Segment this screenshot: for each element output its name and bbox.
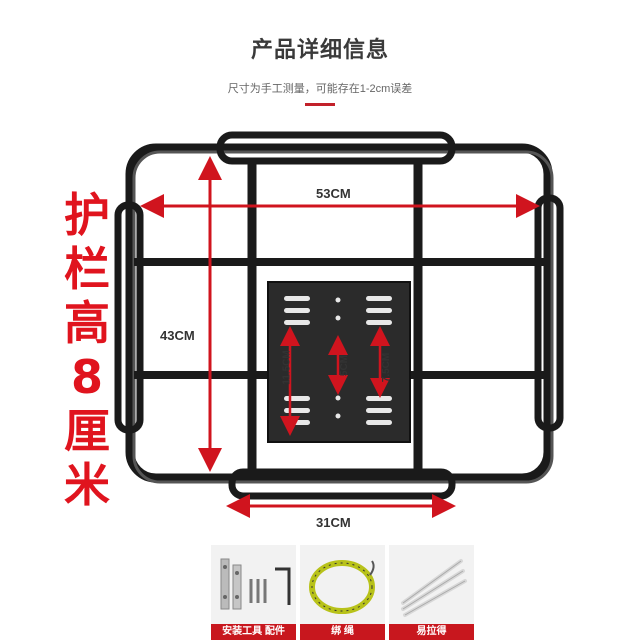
width-dimension-label: 53CM <box>316 186 351 201</box>
slot-span-label: 7.5CM <box>381 352 393 383</box>
accessory-rope: 绑 绳 <box>300 545 385 640</box>
slot-gap-label: 5CM <box>339 354 351 377</box>
dimension-arrows <box>140 156 540 518</box>
plate-span-label: 11.5CM <box>281 350 293 385</box>
accessory-label: 绑 绳 <box>300 624 385 640</box>
guardrail-height-label: 护栏高8厘米 <box>64 188 110 512</box>
tools-icon <box>220 558 291 610</box>
accessory-label: 易拉得 <box>389 624 474 640</box>
title-divider <box>305 103 335 106</box>
cable-tie-icon <box>401 559 467 617</box>
accessory-cable-ties: 易拉得 <box>389 545 474 640</box>
page-subtitle: 尺寸为手工测量，可能存在1-2cm误差 <box>227 83 413 95</box>
bottom-dimension-label: 31CM <box>316 515 351 530</box>
accessory-tools: 安装工具 配件 <box>211 545 296 640</box>
accessory-label: 安装工具 配件 <box>211 624 296 640</box>
rope-icon <box>309 560 375 614</box>
page-title: 产品详细信息 <box>250 37 389 62</box>
rack-frame <box>114 131 564 500</box>
height-dimension-label: 43CM <box>160 328 195 343</box>
